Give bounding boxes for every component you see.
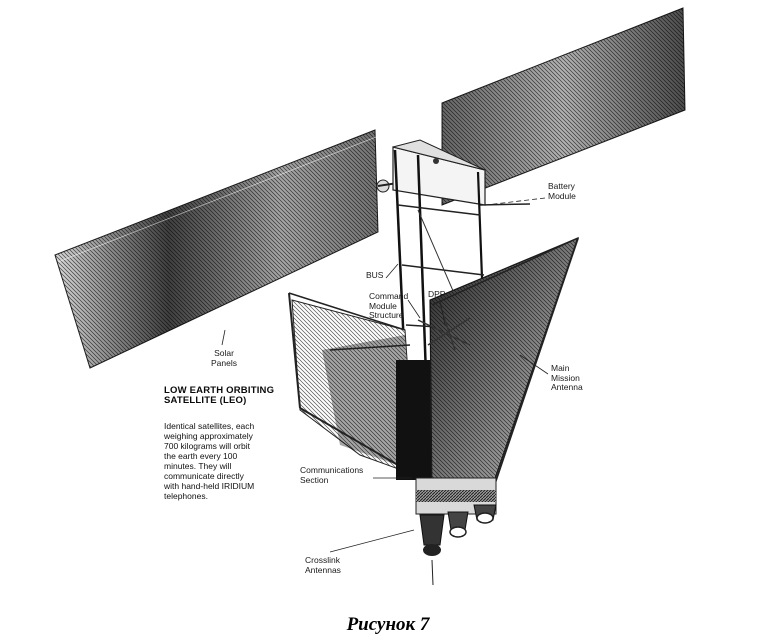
label-communications-section: Communications Section: [300, 465, 364, 485]
satellite-description-body: Identical satellites, each weighing appr…: [164, 421, 255, 501]
figure-caption: Рисунок 7: [346, 614, 430, 635]
satellite-illustration: [54, 7, 686, 586]
label-bus: BUS: [366, 270, 384, 280]
label-command-module-structure: Command Module Structure: [369, 291, 409, 320]
label-battery-module: Battery Module: [548, 181, 576, 201]
label-main-mission-antenna: Main Mission Antenna: [551, 363, 583, 392]
label-crosslink-antennas: Crosslink Antennas: [305, 555, 341, 575]
communications-section: [288, 292, 434, 480]
label-dpp: DPP: [428, 289, 446, 299]
satellite-description-title: LOW EARTH ORBITING SATELLITE (LEO): [164, 385, 275, 406]
crosslink-antennas: [415, 477, 497, 586]
left-solar-panel: [54, 129, 379, 369]
battery-module-box: [392, 139, 486, 206]
leader-lines: [221, 197, 549, 553]
label-solar-panels: Solar Panels: [211, 348, 237, 368]
